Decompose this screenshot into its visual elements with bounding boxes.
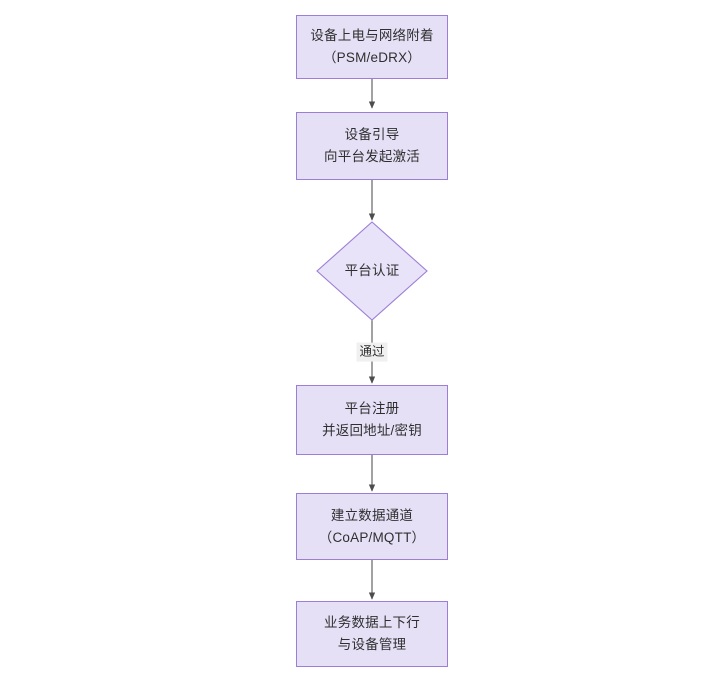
node-label-n3: 平台认证 [344, 263, 400, 279]
node-platform-register[interactable]: 平台注册 并返回地址/密钥 [296, 385, 448, 455]
node-device-power-on[interactable]: 设备上电与网络附着 （PSM/eDRX） [296, 15, 448, 79]
node-label-n2: 设备引导 向平台发起激活 [324, 127, 420, 164]
node-platform-auth-decision[interactable]: 平台认证 [316, 221, 428, 321]
diamond-shape-icon [316, 221, 428, 321]
node-label-n4: 平台注册 并返回地址/密钥 [322, 401, 422, 438]
node-label-n1: 设备上电与网络附着 （PSM/eDRX） [310, 28, 434, 65]
node-device-bootstrap[interactable]: 设备引导 向平台发起激活 [296, 112, 448, 180]
node-label-n5: 建立数据通道 （CoAP/MQTT） [318, 507, 426, 545]
edge-label-pass: 通过 [356, 342, 388, 362]
node-establish-data-channel[interactable]: 建立数据通道 （CoAP/MQTT） [296, 493, 448, 560]
node-label-n6: 业务数据上下行 与设备管理 [324, 615, 420, 652]
node-business-data-and-device-mgmt[interactable]: 业务数据上下行 与设备管理 [296, 601, 448, 667]
